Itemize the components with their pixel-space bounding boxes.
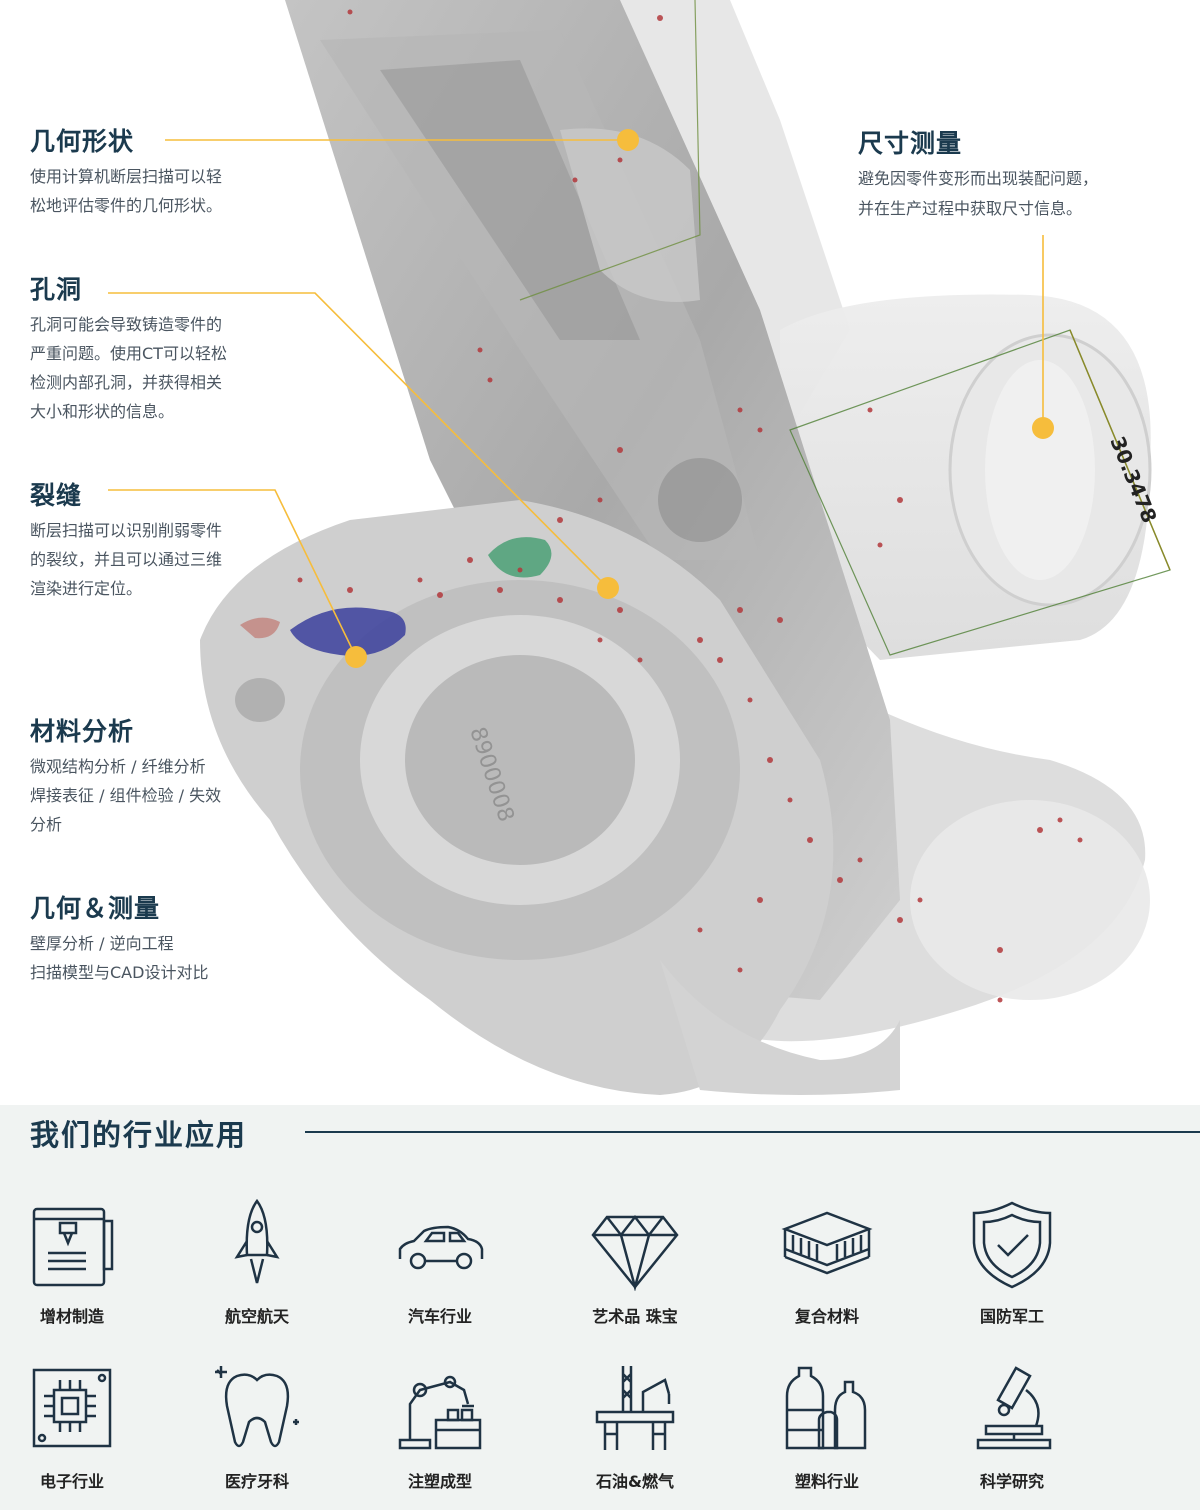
feature-desc-line: 松地评估零件的几何形状。	[30, 196, 223, 215]
tooth-icon	[215, 1366, 299, 1448]
feature-desc-line: 孔洞可能会导致铸造零件的	[30, 315, 223, 334]
industry-item-oil-gas: 石油&燃气	[560, 1360, 710, 1492]
industry-label: 电子行业	[39, 1472, 104, 1491]
industry-item-injection: 注塑成型	[365, 1360, 515, 1492]
cracks-callout-dot	[345, 646, 367, 668]
pores-callout-dot	[597, 577, 619, 599]
feature-desc-line: 焊接表征 / 组件检验 / 失效	[30, 786, 222, 805]
crack-blob-blue	[290, 607, 406, 656]
geometry-callout-dot	[617, 129, 639, 151]
industry-label: 航空航天	[224, 1307, 289, 1326]
feature-title: 尺寸测量	[858, 129, 963, 158]
industry-item-plastics: 塑料行业	[752, 1360, 902, 1492]
3d-printer-icon	[32, 1207, 114, 1287]
feature-title: 裂缝	[30, 481, 83, 510]
feature-desc-line: 扫描模型与CAD设计对比	[30, 963, 209, 982]
feature-metrology: 几何＆测量 壁厚分析 / 逆向工程 扫描模型与CAD设计对比	[30, 893, 270, 987]
feature-desc-line: 避免因零件变形而出现装配问题，	[858, 169, 1099, 188]
industry-label: 塑料行业	[794, 1472, 859, 1491]
car-icon	[398, 1225, 484, 1270]
feature-desc-line: 微观结构分析 / 纤维分析	[30, 757, 206, 776]
industry-label: 石油&燃气	[596, 1472, 674, 1491]
feature-geometry: 几何形状 使用计算机断层扫描可以轻 松地评估零件的几何形状。	[30, 126, 270, 220]
industry-label: 注塑成型	[407, 1472, 472, 1491]
feature-desc-line: 的裂纹，并且可以通过三维	[30, 550, 223, 569]
industry-section	[0, 1105, 1200, 1510]
rocket-icon	[234, 1198, 280, 1284]
robot-arm-icon	[398, 1375, 482, 1450]
feature-desc-line: 检测内部孔洞，并获得相关	[30, 373, 223, 392]
feature-title: 几何＆测量	[30, 894, 161, 923]
feature-desc-line: 并在生产过程中获取尺寸信息。	[858, 199, 1083, 218]
industry-label: 复合材料	[794, 1307, 859, 1326]
industry-item-dental: 医疗牙科	[182, 1360, 332, 1492]
feature-desc-line: 使用计算机断层扫描可以轻	[30, 167, 223, 186]
feature-cracks: 裂缝 断层扫描可以识别削弱零件 的裂纹，并且可以通过三维 渲染进行定位。	[30, 480, 270, 603]
industry-item-science: 科学研究	[937, 1360, 1087, 1492]
cracks-leader-line	[108, 489, 357, 658]
industry-item-composite: 复合材料	[752, 1195, 902, 1327]
industry-label: 医疗牙科	[224, 1472, 289, 1491]
shield-check-icon	[972, 1201, 1052, 1289]
industry-item-automotive: 汽车行业	[365, 1195, 515, 1327]
industry-label: 汽车行业	[407, 1307, 472, 1326]
diamond-icon	[591, 1214, 679, 1291]
crack-blob-green	[488, 537, 552, 578]
circuit-board-icon	[32, 1368, 112, 1448]
composite-layers-icon	[781, 1211, 873, 1275]
industry-item-electronics: 电子行业	[0, 1360, 147, 1492]
feature-title: 几何形状	[30, 127, 135, 156]
industry-label: 科学研究	[979, 1472, 1044, 1491]
feature-desc-line: 分析	[30, 815, 63, 834]
feature-material: 材料分析 微观结构分析 / 纤维分析 焊接表征 / 组件检验 / 失效 分析	[30, 716, 270, 839]
hero-section: 8900008 30.3478	[108, 0, 1171, 1095]
feature-desc-line: 壁厚分析 / 逆向工程	[30, 934, 174, 953]
feature-pores: 孔洞 孔洞可能会导致铸造零件的 严重问题。使用CT可以轻松 检测内部孔洞，并获得…	[30, 274, 270, 426]
pores-leader-line	[108, 292, 609, 589]
microscope-icon	[976, 1366, 1052, 1450]
industry-label: 艺术品 珠宝	[592, 1307, 678, 1326]
feature-title: 材料分析	[30, 717, 135, 746]
feature-desc-line: 断层扫描可以识别削弱零件	[30, 521, 223, 540]
industry-item-additive: 增材制造	[0, 1195, 147, 1327]
pore-dots	[297, 9, 1083, 1003]
feature-desc-line: 大小和形状的信息。	[30, 402, 175, 421]
feature-desc-line: 渲染进行定位。	[30, 579, 143, 598]
industry-item-jewelry: 艺术品 珠宝	[560, 1195, 710, 1327]
plastic-bottles-icon	[785, 1366, 867, 1450]
industry-item-aerospace: 航空航天	[182, 1195, 332, 1327]
industry-title: 我们的行业应用	[30, 1118, 248, 1152]
industry-title-rule	[305, 1131, 1200, 1133]
industry-label: 国防军工	[979, 1307, 1044, 1326]
feature-dimension: 尺寸测量 避免因零件变形而出现装配问题， 并在生产过程中获取尺寸信息。	[858, 128, 1178, 224]
feature-title: 孔洞	[30, 275, 83, 304]
industry-label: 增材制造	[39, 1307, 104, 1326]
dimension-callout-dot	[1032, 417, 1054, 439]
ct-scan-part-image: 8900008 30.3478	[108, 0, 1171, 1095]
oil-rig-icon	[595, 1366, 675, 1450]
feature-desc-line: 严重问题。使用CT可以轻松	[30, 344, 227, 363]
industry-item-defense: 国防军工	[937, 1195, 1087, 1327]
